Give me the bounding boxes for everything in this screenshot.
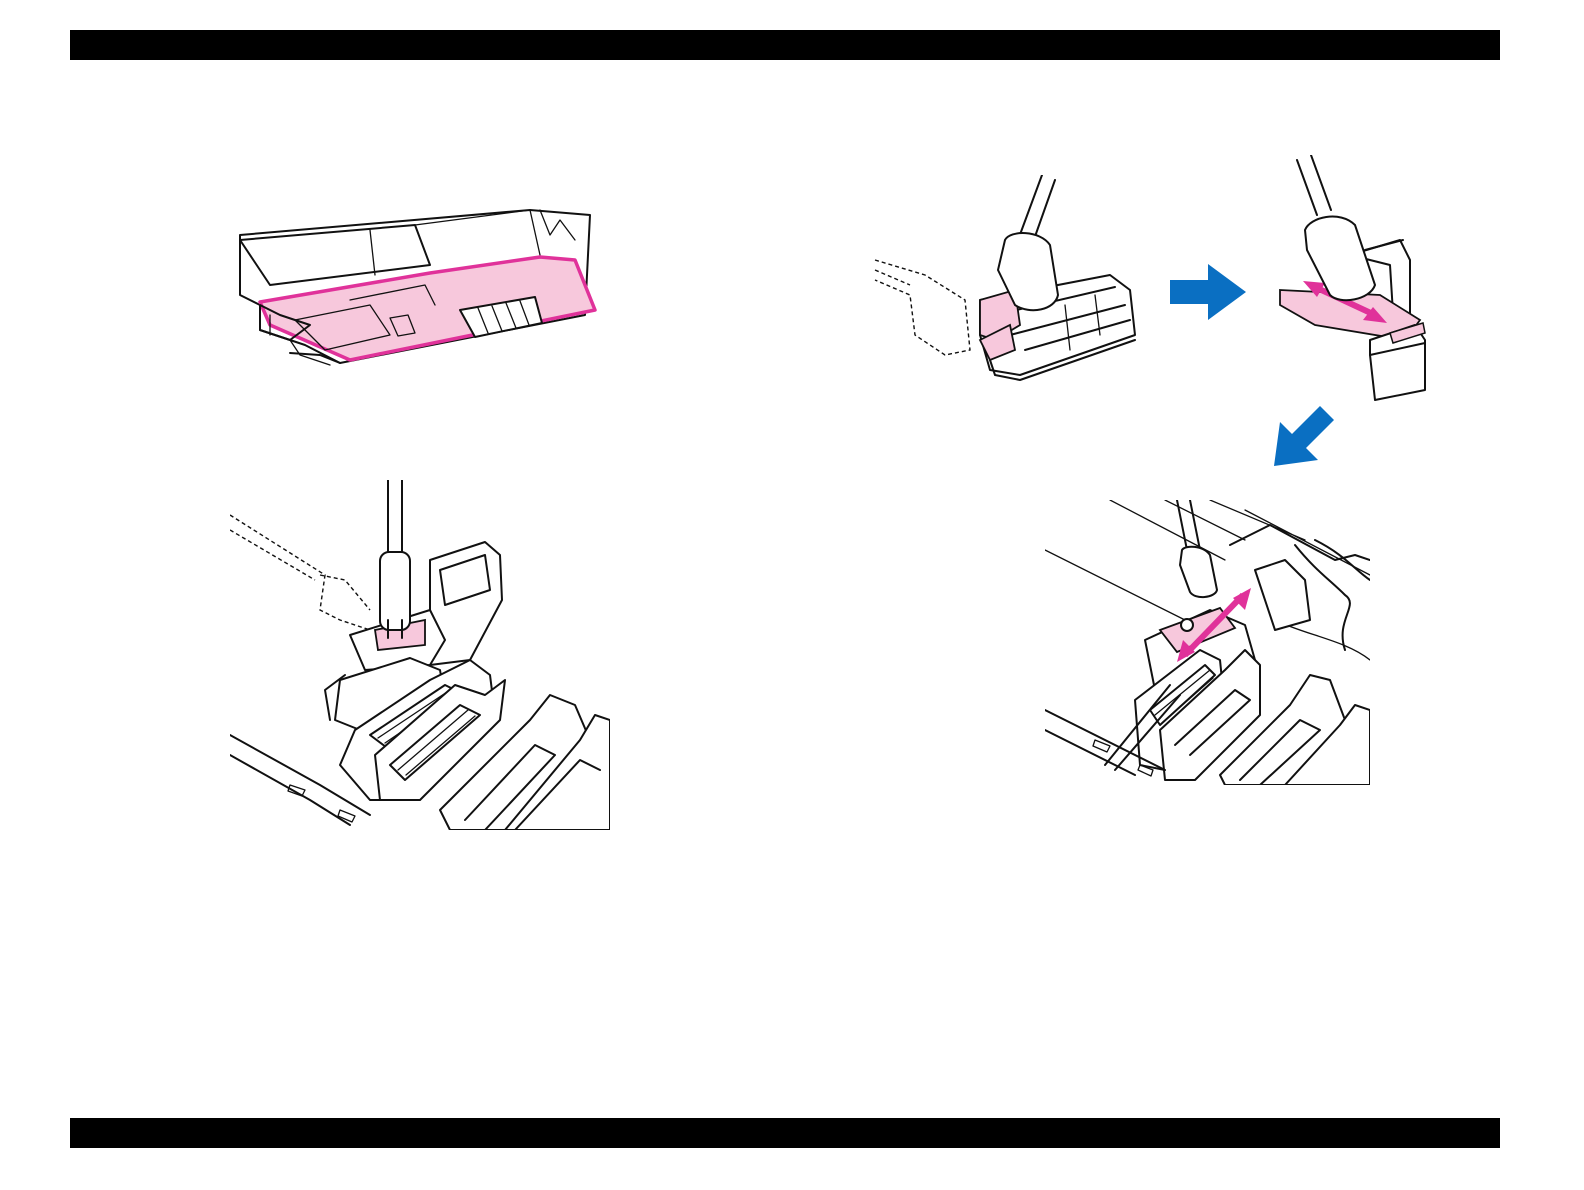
cap-cleaning-swab-illustration [230,480,610,830]
header-bar [70,30,1500,60]
wiper-swab-step1-illustration [870,175,1150,385]
wiper-swab-step2-illustration [1275,155,1440,405]
arrow-down-left-icon [1270,400,1340,470]
wiper-in-unit-illustration [1045,500,1370,785]
printhead-underside-illustration [230,205,610,375]
arrow-right-icon [1170,262,1250,322]
footer-bar [70,1118,1500,1148]
